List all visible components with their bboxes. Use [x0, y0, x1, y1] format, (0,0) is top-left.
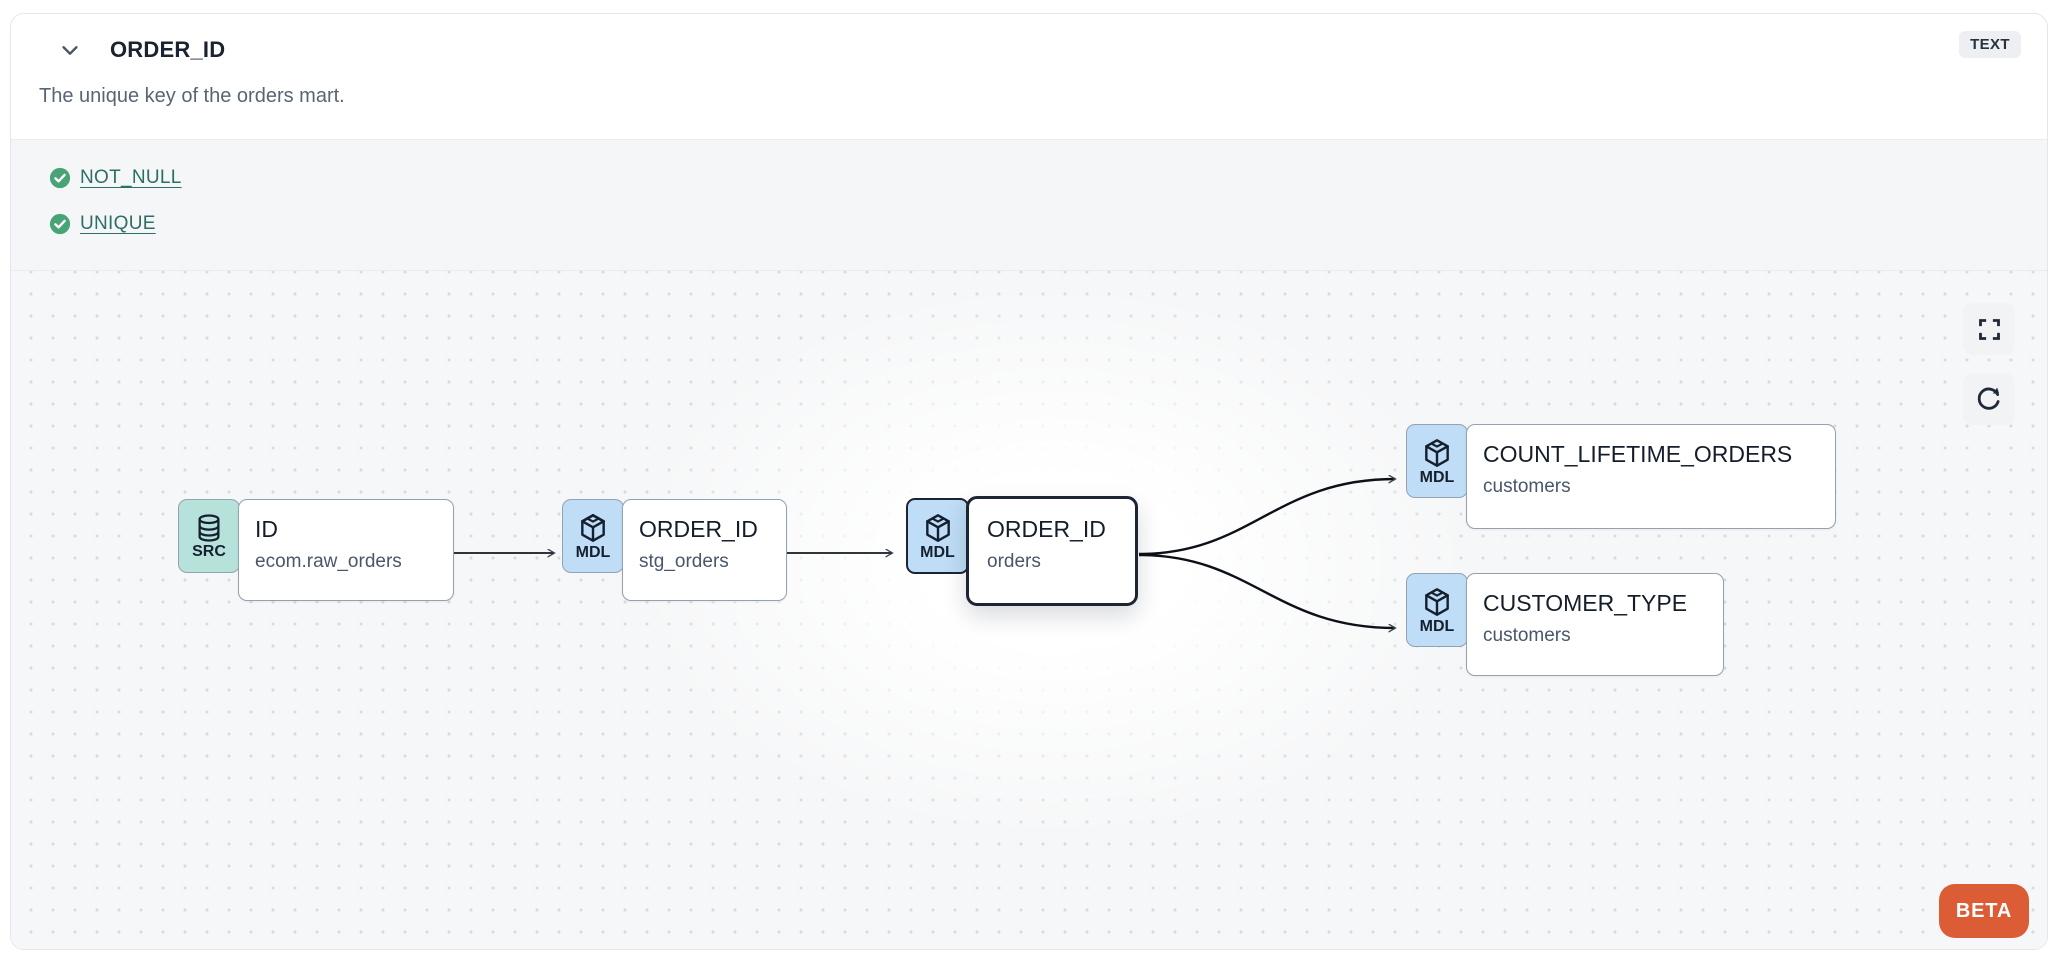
test-link-not-null[interactable]: NOT_NULL — [80, 167, 182, 188]
node-type-badge: MDL — [1406, 573, 1468, 647]
node-subtitle: customers — [1483, 624, 1571, 646]
beta-badge: BETA — [1939, 884, 2029, 938]
lineage-edges — [454, 271, 2047, 950]
node-title: CUSTOMER_TYPE — [1483, 590, 1688, 616]
node-subtitle: stg_orders — [639, 550, 729, 572]
check-circle-icon — [49, 213, 71, 235]
node-badge-label: SRC — [192, 542, 226, 560]
node-type-badge: SRC — [178, 499, 240, 573]
node-type-badge: MDL — [1406, 424, 1468, 498]
collapse-chevron-button[interactable] — [56, 36, 84, 64]
node-card: CUSTOMER_TYPE customers — [1466, 573, 1724, 676]
cube-icon — [925, 513, 950, 542]
refresh-icon — [1977, 387, 2000, 410]
cube-icon — [1425, 438, 1449, 467]
column-header: ORDER_ID TEXT The unique key of the orde… — [11, 14, 2047, 139]
node-badge-label: MDL — [1419, 468, 1455, 486]
node-card: ID ecom.raw_orders — [238, 499, 454, 601]
node-type-badge: MDL — [562, 499, 624, 573]
page-title: ORDER_ID — [110, 37, 226, 62]
check-circle-icon — [49, 167, 71, 189]
refresh-button[interactable] — [1963, 373, 2015, 425]
node-card: ORDER_ID stg_orders — [622, 499, 787, 601]
lineage-canvas[interactable]: SRC ID ecom.raw_orders MDL — [11, 271, 2047, 950]
node-title: ORDER_ID — [987, 516, 1106, 542]
node-badge-label: MDL — [575, 543, 611, 561]
test-row: UNIQUE — [49, 207, 2047, 241]
node-type-badge: MDL — [906, 498, 969, 574]
node-card: ORDER_ID orders — [966, 496, 1138, 606]
cube-icon — [1425, 587, 1449, 616]
node-badge-label: MDL — [1419, 617, 1455, 635]
test-link-unique[interactable]: UNIQUE — [80, 213, 156, 234]
node-badge-label: MDL — [920, 543, 955, 561]
tests-section: NOT_NULL UNIQUE — [11, 139, 2047, 271]
node-title: ID — [255, 516, 278, 542]
database-icon — [198, 513, 220, 542]
fullscreen-button[interactable] — [1963, 303, 2015, 355]
fullscreen-icon — [1978, 318, 2000, 340]
node-title: ORDER_ID — [639, 516, 758, 542]
node-subtitle: ecom.raw_orders — [255, 550, 402, 572]
test-row: NOT_NULL — [49, 161, 2047, 195]
node-title: COUNT_LIFETIME_ORDERS — [1483, 441, 1793, 467]
column-type-badge: TEXT — [1959, 31, 2021, 58]
chevron-down-icon — [62, 46, 78, 55]
title-row: ORDER_ID — [56, 36, 2021, 64]
column-description: The unique key of the orders mart. — [39, 85, 345, 107]
node-subtitle: customers — [1483, 475, 1571, 497]
node-card: COUNT_LIFETIME_ORDERS customers — [1466, 424, 1836, 529]
cube-icon — [581, 513, 605, 542]
column-details-card: ORDER_ID TEXT The unique key of the orde… — [10, 13, 2048, 950]
node-subtitle: orders — [987, 550, 1041, 572]
